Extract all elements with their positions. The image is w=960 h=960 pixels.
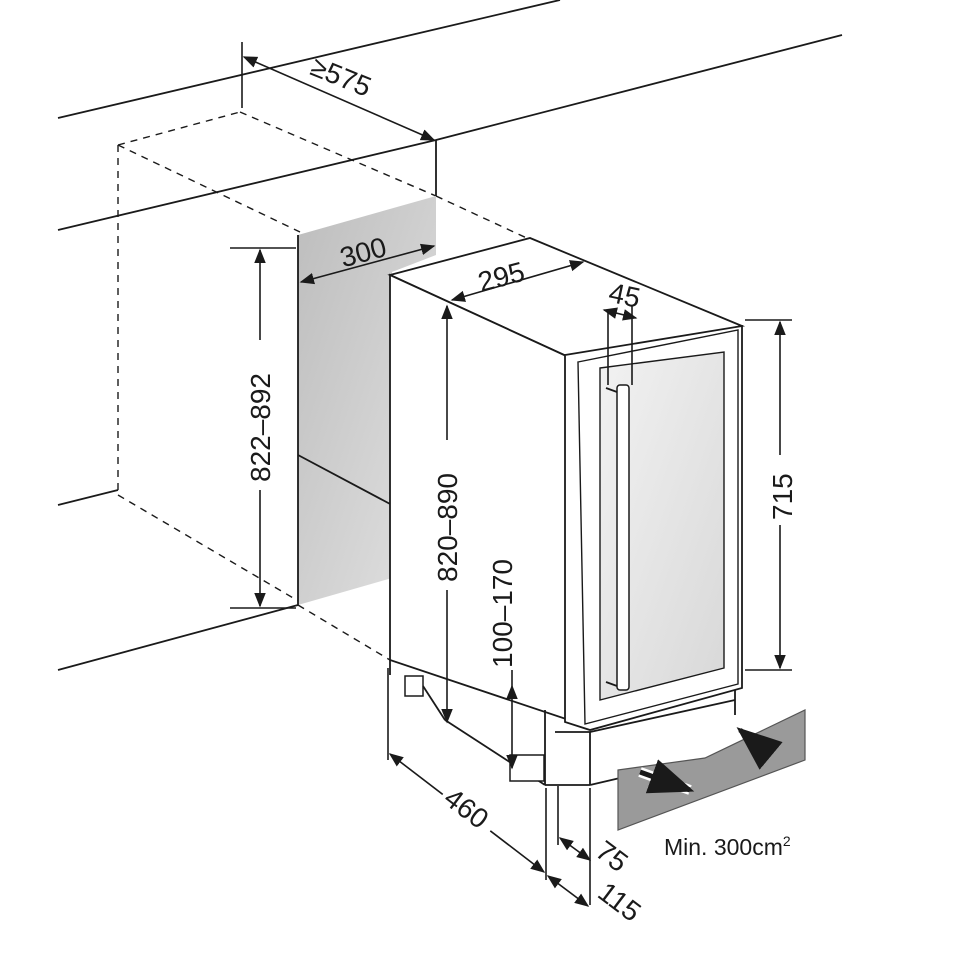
- ventilation-sup: 2: [783, 833, 791, 849]
- label-plinth-height: 100–170: [487, 559, 518, 668]
- niche-back-wall: [297, 196, 436, 605]
- dim-appliance-height: 820–890: [430, 304, 463, 724]
- dim-plinth-height: 100–170: [487, 540, 526, 770]
- label-ventilation: Min. 300cm2: [664, 833, 791, 860]
- ventilation-grille: [617, 709, 806, 831]
- door-handle: [605, 384, 630, 691]
- dim-niche-depth: ≥575: [241, 42, 436, 141]
- label-door-handle: 45: [606, 277, 643, 314]
- label-niche-depth: ≥575: [307, 51, 376, 103]
- dim-door-height: 715: [745, 319, 798, 671]
- label-plinth-depth: 75: [590, 835, 634, 879]
- dim-door-handle: 45: [602, 277, 643, 385]
- label-door-depth: 115: [592, 876, 646, 928]
- dim-appliance-depth: 460: [387, 668, 547, 880]
- dim-door-depth: 115: [546, 875, 647, 928]
- ventilation-label: Min. 300cm: [664, 834, 783, 860]
- appliance-door: [564, 324, 743, 731]
- label-appliance-height: 820–890: [432, 473, 463, 582]
- ventilation-note: Min. 300cm2: [664, 833, 791, 860]
- label-door-height: 715: [767, 473, 798, 520]
- dim-niche-height: 822–892: [230, 247, 296, 609]
- label-niche-height: 822–892: [245, 373, 276, 482]
